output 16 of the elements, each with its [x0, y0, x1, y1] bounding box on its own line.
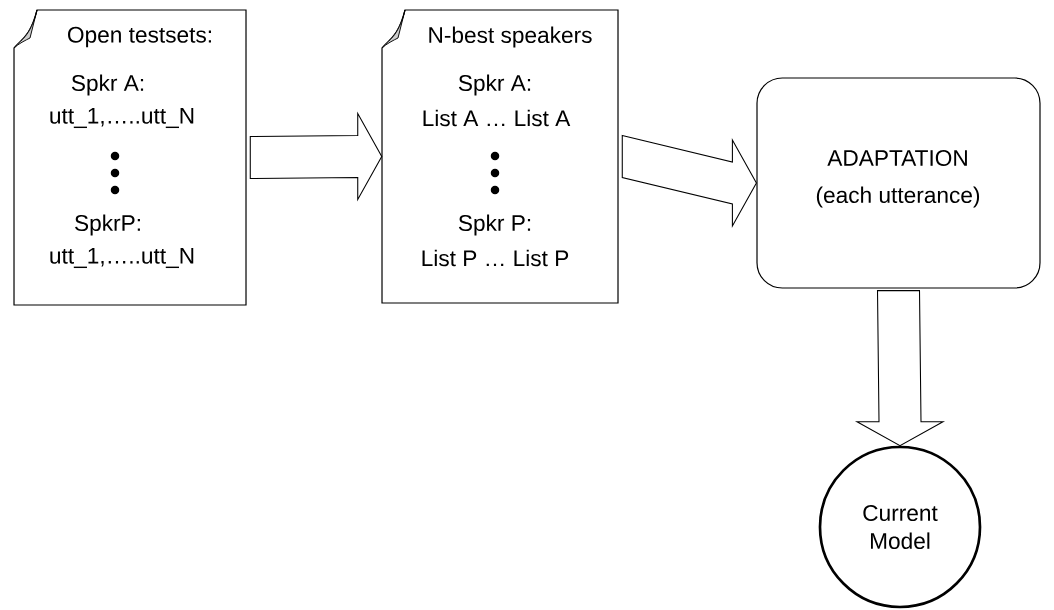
box-subtitle: (each utterance) [816, 186, 980, 208]
block-arrow [249, 111, 383, 202]
utterance-list: utt_1,…..utt_N [50, 107, 194, 129]
speaker-label: SpkrP: [75, 214, 140, 236]
document-heading: Open testsets: [68, 26, 211, 48]
box-title: ADAPTATION [827, 149, 967, 167]
hypothesis-list: List A … List A [423, 109, 571, 127]
circle-text: Current Model [863, 504, 938, 550]
speaker-label: Spkr P: [458, 214, 531, 236]
block-arrow [854, 290, 946, 447]
document-heading: N-best speakers [429, 26, 592, 48]
utterance-list: utt_1,…..utt_N [50, 247, 194, 269]
speaker-label: Spkr A: [71, 74, 144, 96]
hypothesis-list: List P … List P [422, 249, 569, 267]
block-arrow [621, 134, 757, 229]
speaker-label: Spkr A: [458, 74, 531, 96]
